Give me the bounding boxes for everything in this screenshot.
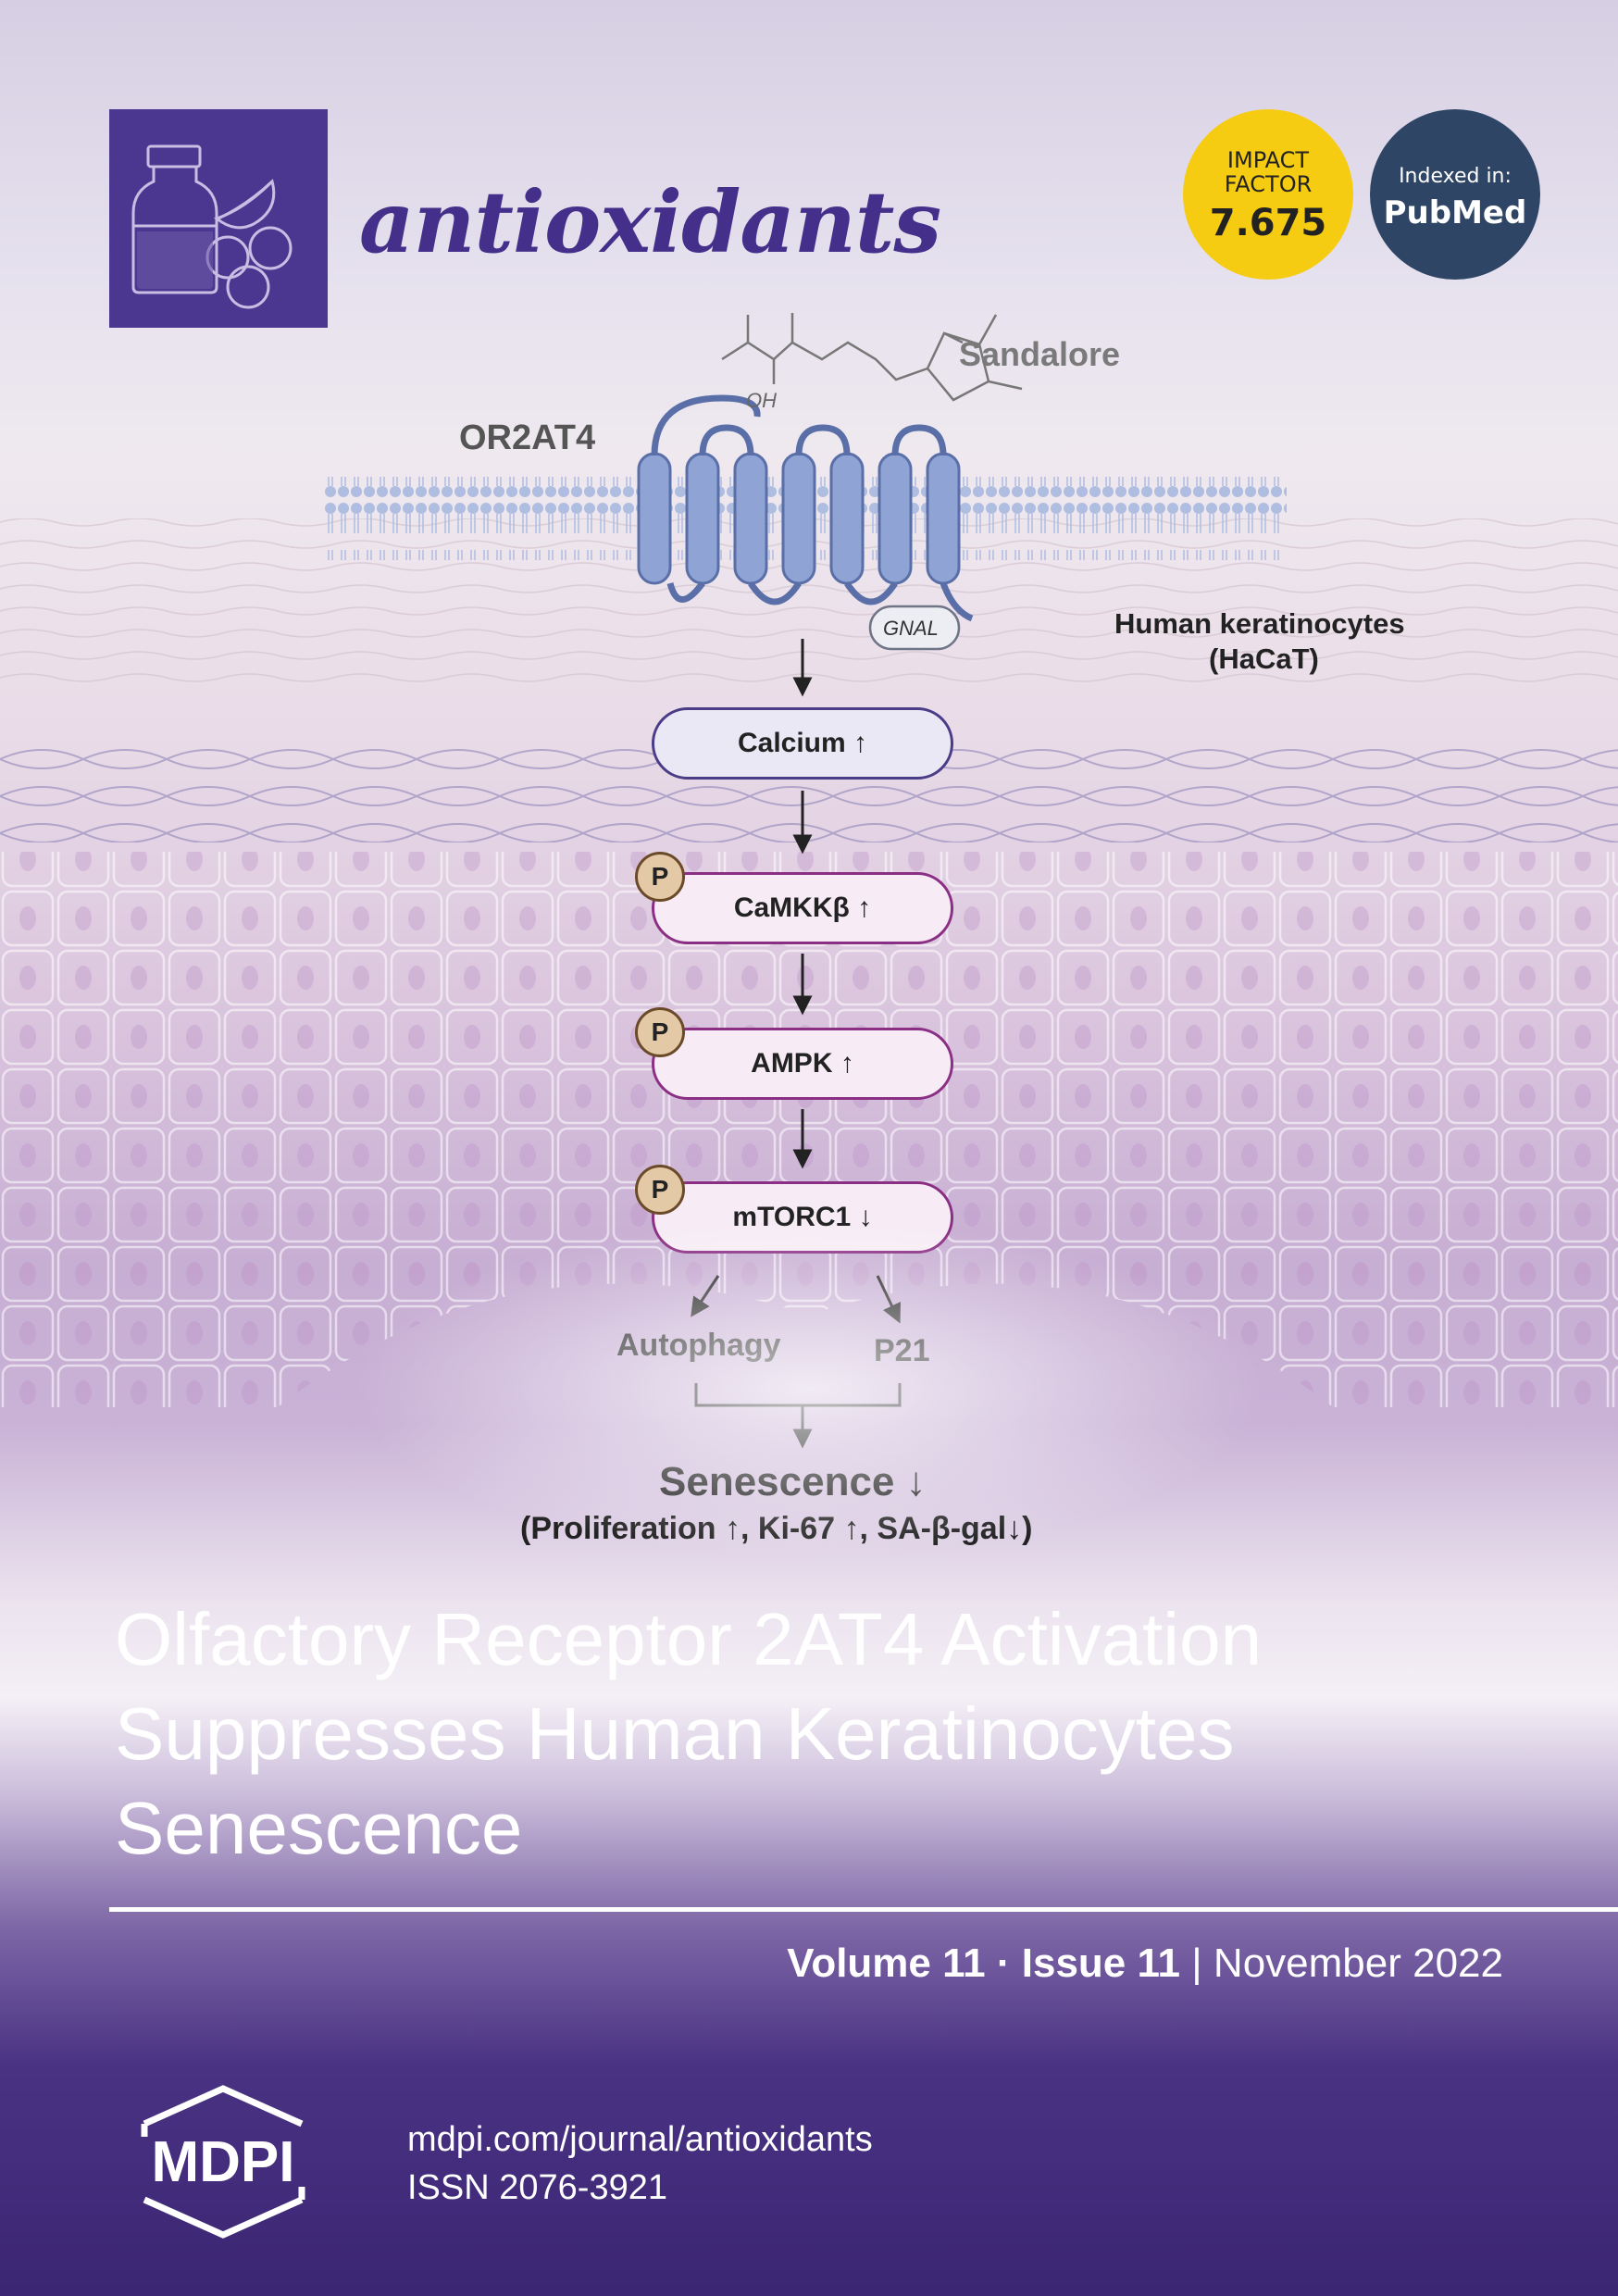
outcome-label: Senescence ↓ <box>659 1459 927 1504</box>
ampk-node: AMPK ↑ <box>652 1028 953 1100</box>
bottle-berries-icon <box>131 144 292 309</box>
p21-label: P21 <box>874 1333 930 1368</box>
pubmed-label: PubMed <box>1383 194 1527 231</box>
divider-rule <box>109 1907 1618 1912</box>
journal-url[interactable]: mdpi.com/journal/antioxidants <box>407 2120 873 2159</box>
cell-label-line1: Human keratinocytes <box>1114 607 1405 640</box>
issue-info: Volume 11 · Issue 11 | November 2022 <box>787 1940 1503 1987</box>
phospho-badge: P <box>635 1007 685 1057</box>
journal-logo <box>109 109 328 328</box>
issue-number: Issue 11 <box>1021 1940 1181 1986</box>
impact-factor-badge: IMPACT FACTOR 7.675 <box>1183 109 1353 280</box>
pathway-diagram <box>0 313 1618 1449</box>
impact-label: IMPACT <box>1226 147 1310 173</box>
gprotein-label: GNAL <box>883 617 939 640</box>
mtorc1-node: mTORC1 ↓ <box>652 1181 953 1254</box>
autophagy-label: Autophagy <box>616 1328 781 1363</box>
article-title: Olfactory Receptor 2AT4 Activation Suppr… <box>115 1598 1263 1869</box>
pubmed-badge: Indexed in: PubMed <box>1370 109 1540 280</box>
phospho-badge: P <box>635 852 685 902</box>
outcome-detail: (Proliferation ↑, Ki-67 ↑, SA-β-gal↓) <box>520 1511 1033 1546</box>
ligand-label: Sandalore <box>959 335 1121 373</box>
factor-label: FACTOR <box>1224 171 1313 197</box>
journal-name: antioxidants <box>359 172 941 272</box>
indexed-label: Indexed in: <box>1399 165 1512 188</box>
issue-date: November 2022 <box>1213 1940 1503 1986</box>
cell-label-line2: (HaCaT) <box>1209 643 1319 675</box>
impact-value: 7.675 <box>1209 202 1327 244</box>
mdpi-logo: MDPI <box>141 2085 305 2239</box>
issn-label: ISSN 2076-3921 <box>407 2168 667 2207</box>
mdpi-logo-text: MDPI <box>152 2130 295 2194</box>
volume-label: Volume 11 <box>787 1940 986 1986</box>
issue-divider: | <box>1180 1940 1214 1986</box>
phospho-badge: P <box>635 1165 685 1215</box>
camkkb-node: CaMKKβ ↑ <box>652 872 953 944</box>
calcium-node: Calcium ↑ <box>652 707 953 780</box>
receptor-label: OR2AT4 <box>459 418 596 457</box>
hydroxyl-label: OH <box>746 389 777 412</box>
issue-separator: · <box>985 1940 1022 1986</box>
